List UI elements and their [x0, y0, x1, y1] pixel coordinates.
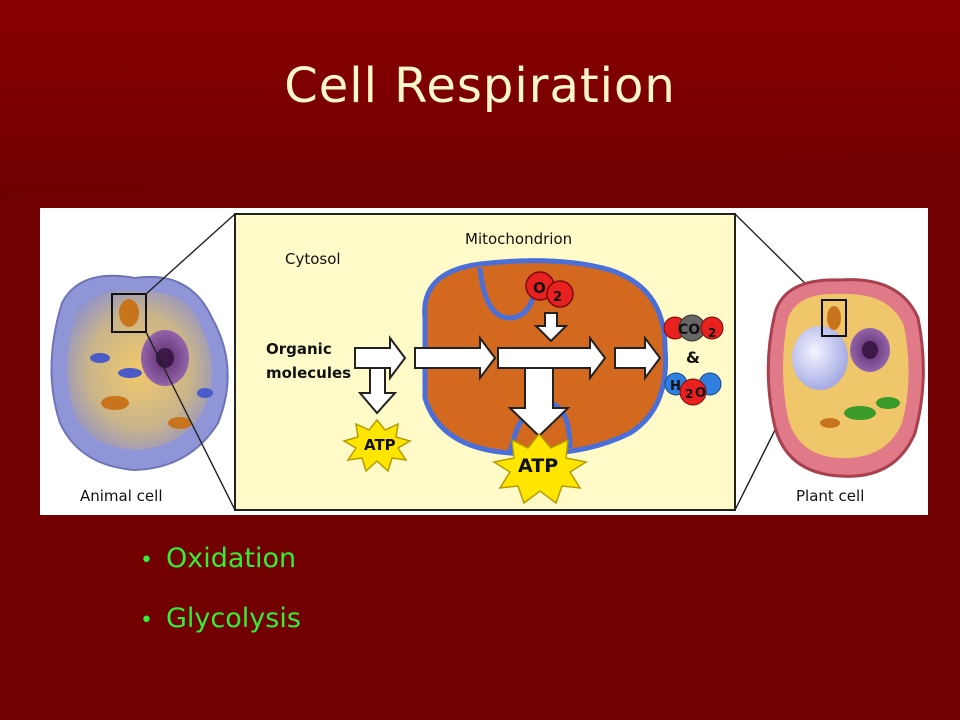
bullet-dot-icon: • [140, 608, 153, 633]
carbon-dioxide-molecule-icon: CO 2 [663, 314, 724, 342]
h2o-o-label: O [695, 386, 706, 401]
bullet-text: Oxidation [166, 543, 297, 574]
organic-label-line2: molecules [266, 364, 351, 382]
mitochondrion-label: Mitochondrion [465, 230, 572, 248]
bullet-list: • Oxidation • Glycolysis [140, 530, 301, 650]
bullet-text: Glycolysis [166, 603, 301, 634]
atp-small-label: ATP [364, 436, 396, 454]
animal-cell-illustration [50, 274, 229, 472]
o2-label: O [533, 279, 546, 297]
bullet-item: • Oxidation [140, 530, 301, 590]
plant-cell-illustration [766, 278, 925, 478]
organic-label-line1: Organic [266, 340, 332, 358]
atp-star-large: ATP [492, 432, 588, 505]
process-arrows [354, 312, 662, 438]
atp-large-label: ATP [518, 455, 558, 477]
o2-subscript: 2 [553, 290, 562, 305]
plant-cell-label: Plant cell [796, 487, 864, 505]
h2o-subscript: 2 [685, 387, 693, 401]
co2-label: CO [678, 322, 700, 338]
h2o-h-label: H [670, 379, 681, 394]
oxygen-molecule-icon: O 2 [525, 271, 574, 308]
co2-subscript: 2 [708, 326, 716, 340]
ampersand-label: & [686, 348, 700, 367]
atp-star-small: ATP [342, 418, 412, 473]
water-molecule-icon: H 2 O [664, 372, 722, 406]
animal-cell-label: Animal cell [80, 487, 163, 505]
bullet-dot-icon: • [140, 548, 153, 573]
bullet-item: • Glycolysis [140, 590, 301, 650]
slide-title: Cell Respiration [284, 58, 676, 114]
cytosol-label: Cytosol [285, 250, 341, 268]
cell-respiration-diagram: Animal cell Cytosol Mitochondrion [40, 208, 928, 515]
